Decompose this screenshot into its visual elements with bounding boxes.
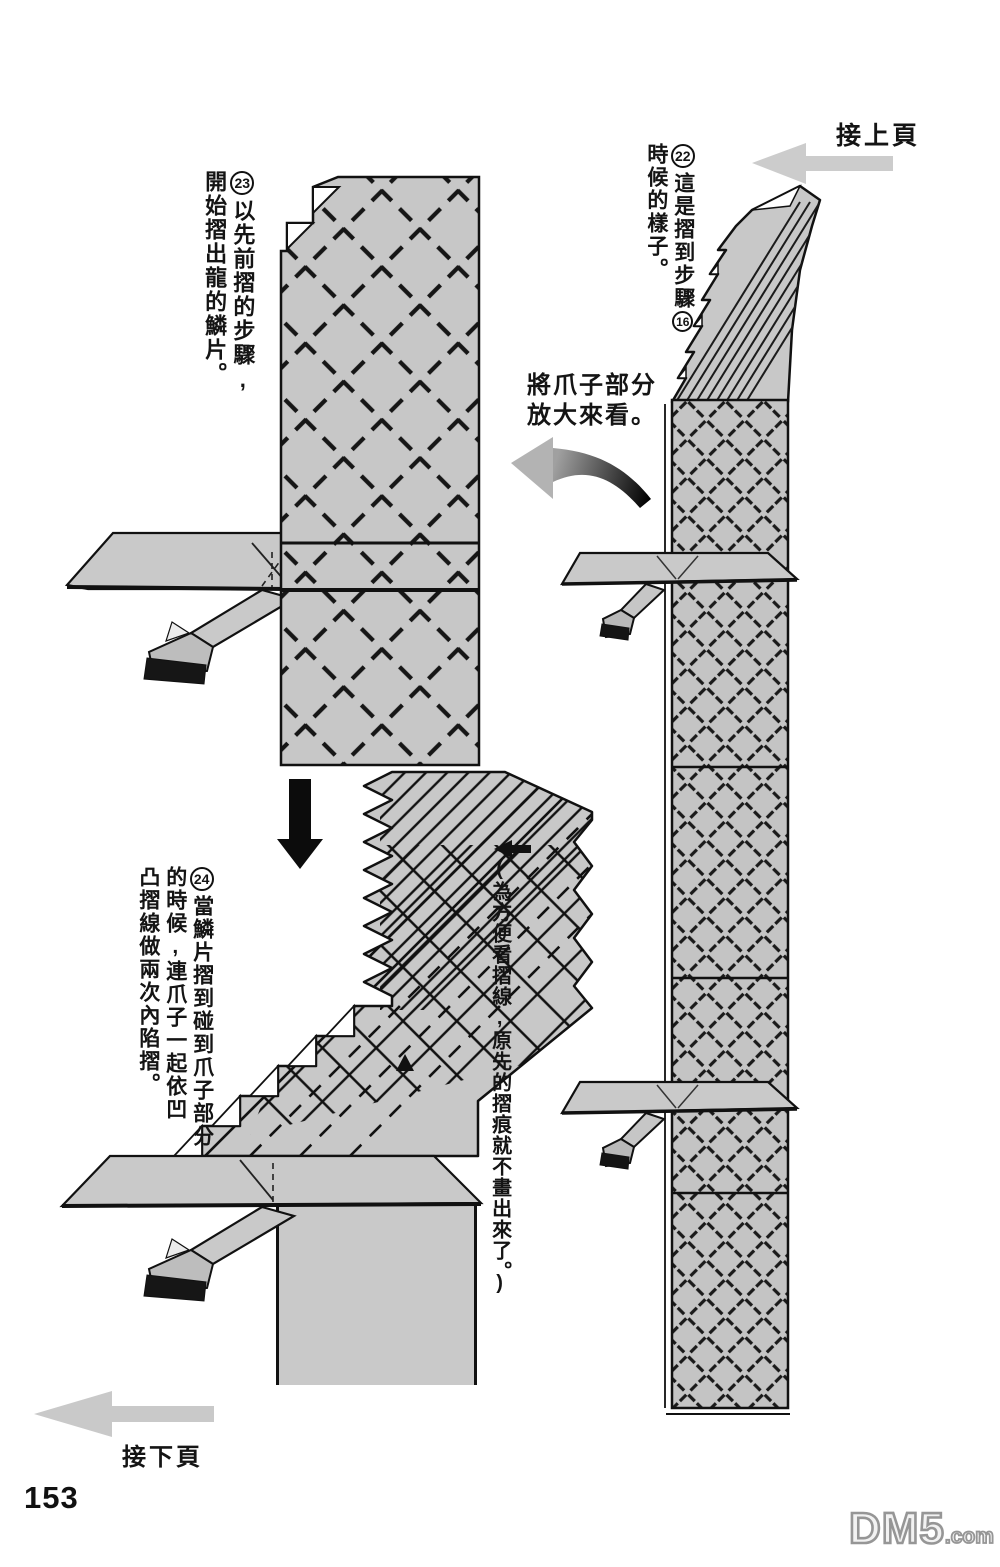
fold-back-corner (312, 186, 342, 216)
page-number: 153 (24, 1480, 79, 1515)
lower-body-column (276, 1200, 477, 1385)
caption-column: 開始摺出龍的鱗片。 (202, 170, 228, 386)
next-page-label: 接下頁 (122, 1444, 203, 1471)
caption-column: 時候的樣子。 (644, 143, 668, 281)
step-24-caption: 24當鱗片摺到碰到爪子部分 的時候,連爪子一起依凹 凸摺線做兩次內陷摺。 (134, 866, 215, 1178)
diagram-step22-model (560, 184, 822, 1415)
watermark-logo: DM5.com (848, 1503, 995, 1555)
caption-column: 凸摺線做兩次內陷摺。 (136, 866, 160, 1096)
caption-column: 22這是摺到步驟16 (669, 143, 696, 359)
step-ref-badge: 16 (672, 311, 694, 332)
step-number-badge: 24 (189, 867, 214, 891)
fold-down-arrow-icon (277, 779, 323, 869)
wing-and-claw (64, 531, 297, 685)
caption-column: 的時候,連爪子一起依凹 (163, 866, 187, 1121)
inside-reverse-marker-icon (396, 1054, 414, 1071)
step-number-badge: 23 (230, 171, 255, 195)
scaled-body-column (279, 175, 481, 767)
logo-text: DM5 (848, 1503, 946, 1555)
step-23-caption: 23以先前摺的步驟, 開始摺出龍的鱗片。 (200, 170, 256, 452)
zoom-callout: 將爪子部分 放大來看。 (527, 372, 657, 429)
logo-tld: .com (944, 1524, 995, 1549)
step-number-badge: 22 (670, 144, 695, 168)
claw (143, 1205, 297, 1302)
fold-back-corner (286, 222, 316, 252)
caption-column: 24當鱗片摺到碰到爪子部分 (188, 866, 215, 1178)
caption-column: 23以先前摺的步驟, (228, 170, 256, 452)
dragon-neck-steps (670, 184, 822, 404)
step-22-caption: 22這是摺到步驟16 時候的樣子。 (642, 143, 696, 359)
wing (59, 1154, 484, 1208)
next-page-arrow-icon (34, 1391, 214, 1437)
wing-and-claw (560, 551, 800, 641)
prev-page-arrow-icon (752, 143, 893, 184)
note-left-arrow-icon (494, 840, 531, 858)
dragon-body-column (670, 398, 790, 1410)
zoom-curved-arrow-icon (511, 437, 651, 508)
prev-page-label: 接上頁 (836, 122, 921, 150)
diagram-step23-model (64, 175, 481, 767)
fold-section-dividers (672, 765, 788, 1195)
crease-note: (為方便看摺線,原先的摺痕就不畫出來了。) (488, 858, 511, 1295)
step-fold-corners (171, 1003, 355, 1157)
